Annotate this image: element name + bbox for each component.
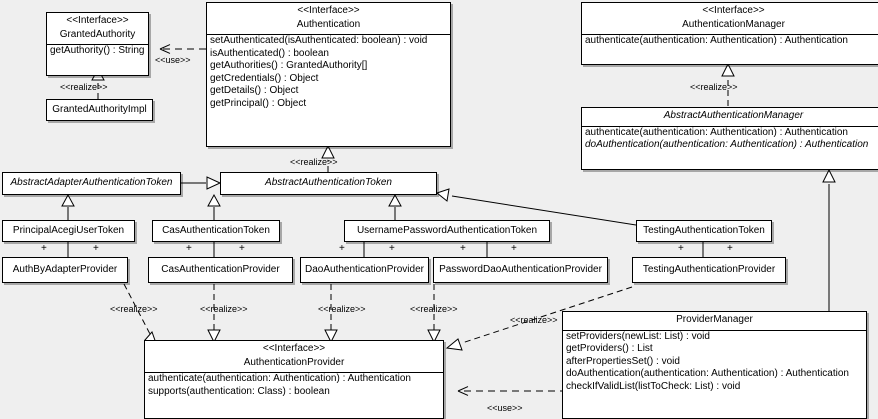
- class-name: CasAuthenticationProvider: [161, 263, 280, 275]
- method-authenticate: authenticate(authentication: Authenticat…: [148, 373, 411, 384]
- class-name: TestingAuthenticationProvider: [642, 263, 776, 275]
- method-getcredentials: getCredentials() : Object: [210, 72, 319, 84]
- method-getprincipal: getPrincipal() : Object: [210, 97, 307, 109]
- class-abstract-authentication-token[interactable]: AbstractAuthenticationToken: [220, 172, 437, 195]
- association-marker-plus: +: [460, 243, 466, 254]
- label-use-authentication-granted-authority: <<use>>: [155, 55, 191, 65]
- class-testing-authentication-provider[interactable]: TestingAuthenticationProvider: [632, 257, 786, 283]
- class-authentication-provider[interactable]: <<Interface>> AuthenticationProvider aut…: [144, 340, 444, 419]
- association-marker-plus: +: [93, 243, 99, 254]
- association-marker-plus: +: [678, 243, 684, 254]
- class-password-dao-authentication-provider[interactable]: PasswordDaoAuthenticationProvider: [433, 257, 608, 283]
- class-name: AbstractAuthenticationToken: [265, 177, 392, 189]
- line-generalization-castoken-abstracttoken: [207, 193, 221, 220]
- method-isauthenticated: isAuthenticated() : boolean: [210, 47, 329, 59]
- class-header: AbstractAuthenticationManager: [582, 108, 878, 126]
- class-header: <<Interface>> GrantedAuthority: [47, 13, 148, 44]
- association-marker-plus: +: [511, 243, 517, 254]
- class-cas-authentication-provider[interactable]: CasAuthenticationProvider: [148, 257, 293, 283]
- method-authenticate: authenticate(authentication: Authenticat…: [585, 126, 848, 138]
- class-testing-authentication-token[interactable]: TestingAuthenticationToken: [636, 220, 772, 242]
- class-name: AuthenticationManager: [682, 18, 785, 30]
- class-header: <<Interface>> AuthenticationManager: [582, 3, 878, 34]
- class-name: UsernamePasswordAuthenticationToken: [356, 224, 538, 236]
- class-name: DaoAuthenticationProvider: [305, 263, 424, 275]
- class-dao-authentication-provider[interactable]: DaoAuthenticationProvider: [300, 257, 429, 283]
- stereotype-interface: <<Interface>>: [262, 343, 326, 354]
- line-generalization-principalacegi-adaptertoken: [61, 193, 75, 220]
- method-doauthentication: doAuthentication(authentication: Authent…: [566, 368, 849, 379]
- class-granted-authority-impl[interactable]: GrantedAuthorityImpl: [46, 99, 153, 121]
- methods-compartment: getAuthority() : String: [47, 44, 148, 58]
- class-name: AbstractAuthenticationManager: [663, 110, 804, 121]
- class-name: TestingAuthenticationToken: [643, 224, 765, 236]
- association-marker-plus: +: [186, 243, 192, 254]
- class-name: AuthByAdapterProvider: [12, 263, 118, 275]
- label-realize-auth-by-adapter-provider: <<realize>>: [110, 304, 158, 314]
- class-name: AbstractAdapterAuthenticationToken: [10, 177, 173, 189]
- method-getdetails: getDetails() : Object: [210, 85, 299, 96]
- association-marker-plus: +: [339, 243, 345, 254]
- class-name: Authentication: [296, 18, 361, 30]
- stereotype-interface: <<Interface>>: [702, 5, 765, 16]
- method-setproviders: setProviders(newList: List) : void: [566, 330, 710, 342]
- label-use-provider-manager-authentication-provider: <<use>>: [487, 403, 523, 413]
- method-afterpropertiesset: afterPropertiesSet() : void: [566, 355, 680, 367]
- method-doauthentication: doAuthentication(authentication: Authent…: [585, 139, 869, 150]
- method-authenticate: authenticate(authentication: Authenticat…: [585, 35, 848, 46]
- label-realize-abstract-authentication-manager: <<realize>>: [690, 82, 738, 92]
- label-realize-password-dao-authentication-provider: <<realize>>: [410, 304, 458, 314]
- label-realize-cas-authentication-provider: <<realize>>: [200, 304, 248, 314]
- association-marker-plus: +: [389, 243, 395, 254]
- class-cas-authentication-token[interactable]: CasAuthenticationToken: [152, 220, 280, 242]
- class-abstract-authentication-manager[interactable]: AbstractAuthenticationManager authentica…: [581, 107, 878, 170]
- method-setauthenticated: setAuthenticated(isAuthenticated: boolea…: [210, 35, 428, 46]
- class-name: PrincipalAcegiUserToken: [12, 224, 125, 236]
- line-generalization-providermanager-abstractauthmanager: [822, 168, 836, 311]
- label-realize-dao-authentication-provider: <<realize>>: [318, 304, 366, 314]
- class-name: ProviderManager: [676, 314, 753, 325]
- method-supports: supports(authentication: Class) : boolea…: [148, 385, 330, 397]
- class-name: GrantedAuthority: [59, 28, 136, 40]
- methods-compartment: setAuthenticated(isAuthenticated: boolea…: [207, 34, 450, 110]
- label-realize-testing-authentication-provider: <<realize>>: [510, 315, 558, 325]
- class-authentication[interactable]: <<Interface>> Authentication setAuthenti…: [206, 2, 451, 147]
- line-realize-authbyadapter-authprovider: [123, 283, 158, 348]
- label-realize-granted-authority-impl: <<realize>>: [60, 82, 108, 92]
- association-marker-plus: +: [239, 243, 245, 254]
- class-header: ProviderManager: [563, 312, 866, 330]
- class-name: CasAuthenticationToken: [162, 224, 270, 236]
- class-authentication-manager[interactable]: <<Interface>> AuthenticationManager auth…: [581, 2, 878, 65]
- label-realize-abstract-authentication-token: <<realize>>: [290, 157, 338, 167]
- class-header: <<Interface>> Authentication: [207, 3, 450, 34]
- class-name: PasswordDaoAuthenticationProvider: [439, 263, 602, 275]
- class-name: GrantedAuthorityImpl: [52, 103, 147, 115]
- methods-compartment: authenticate(authentication: Authenticat…: [145, 372, 443, 398]
- line-generalization-adaptertoken-abstracttoken: [181, 176, 222, 190]
- association-marker-plus: +: [41, 243, 47, 254]
- stereotype-interface: <<Interface>>: [297, 5, 360, 16]
- line-generalization-upatoken-abstracttoken: [388, 193, 402, 220]
- association-marker-plus: +: [727, 243, 733, 254]
- methods-compartment: setProviders(newList: List) : void getPr…: [563, 329, 866, 394]
- methods-compartment: authenticate(authentication: Authenticat…: [582, 34, 878, 48]
- class-provider-manager[interactable]: ProviderManager setProviders(newList: Li…: [562, 311, 867, 419]
- class-username-password-authentication-token[interactable]: UsernamePasswordAuthenticationToken: [344, 220, 550, 242]
- class-abstract-adapter-authentication-token[interactable]: AbstractAdapterAuthenticationToken: [2, 172, 181, 195]
- method-checkifvalidlist: checkIfValidList(listToCheck: List) : vo…: [566, 380, 741, 392]
- class-principal-acegi-user-token[interactable]: PrincipalAcegiUserToken: [2, 220, 135, 242]
- class-name: AuthenticationProvider: [243, 356, 345, 368]
- class-granted-authority[interactable]: <<Interface>> GrantedAuthority getAuthor…: [46, 12, 149, 76]
- stereotype-interface: <<Interface>>: [66, 15, 129, 26]
- method-getproviders: getProviders() : List: [566, 343, 653, 354]
- methods-compartment: authenticate(authentication: Authenticat…: [582, 125, 878, 152]
- method-getauthorities: getAuthorities() : GrantedAuthority[]: [210, 60, 368, 71]
- class-auth-by-adapter-provider[interactable]: AuthByAdapterProvider: [2, 257, 128, 283]
- method-getauthority: getAuthority() : String: [50, 45, 145, 56]
- class-header: <<Interface>> AuthenticationProvider: [145, 341, 443, 372]
